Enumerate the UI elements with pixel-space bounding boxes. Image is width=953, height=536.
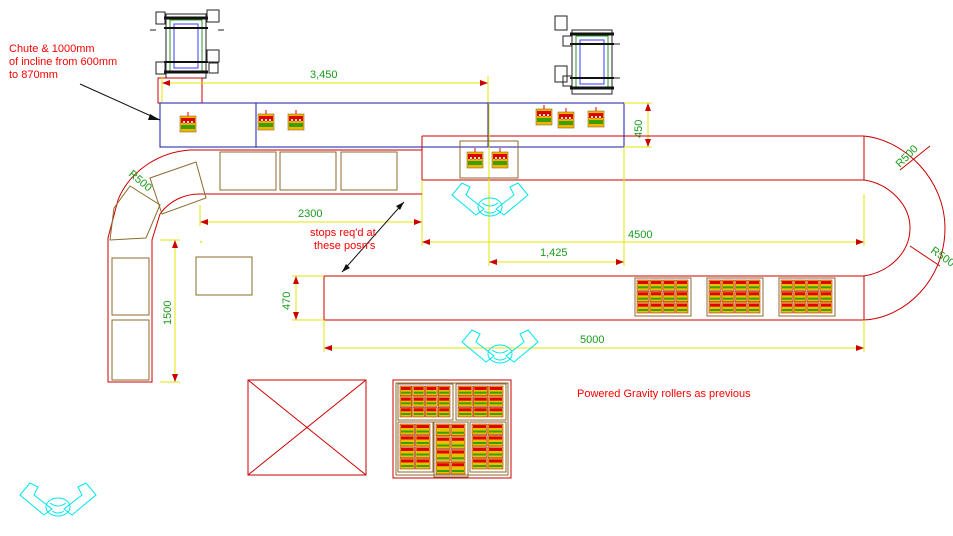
dimension-3450 <box>161 76 489 103</box>
dimension-470-label: 470 <box>281 292 293 310</box>
dimension-2300 <box>199 205 422 226</box>
scanner-unit-left <box>150 9 224 79</box>
conveyor-right-curve <box>863 135 946 321</box>
tote-box-station <box>459 140 519 179</box>
dimension-1500-label: 1500 <box>162 301 174 325</box>
product-tub-icon <box>287 110 305 131</box>
note-chute-line1: Chute & 1000mm <box>9 43 95 55</box>
loaded-pallet <box>392 379 512 479</box>
dimension-5000-label: 5000 <box>580 334 604 346</box>
operator-middle <box>461 329 539 364</box>
radius-label-left: R500 <box>126 168 154 194</box>
case-cluster <box>397 421 434 473</box>
empty-pallet <box>247 379 367 476</box>
dimension-470 <box>292 275 324 321</box>
case-cluster <box>455 383 507 421</box>
product-tub-icon <box>466 148 484 169</box>
case-cluster <box>433 421 469 478</box>
note-chute-line3: to 870mm <box>9 69 58 81</box>
chute-outline <box>157 77 203 104</box>
dimension-450 <box>624 102 652 148</box>
product-tub-icon <box>257 110 275 131</box>
tote-boxes-left <box>109 151 398 381</box>
conveyor-left-section <box>107 149 422 383</box>
note-chute-line2: of incline from 600mm <box>9 56 117 68</box>
case-cluster <box>706 277 764 317</box>
conveyor-lower-straight <box>323 275 865 321</box>
radius-label-right-bottom: R500 <box>928 245 953 270</box>
case-items-lower <box>634 277 836 317</box>
product-tub-icon <box>535 105 553 126</box>
dimension-5000 <box>323 320 865 352</box>
product-items-blue <box>179 105 605 133</box>
dimension-4500-label: 4500 <box>628 229 652 241</box>
product-tub-icon <box>587 107 605 128</box>
dimension-1425 <box>488 103 625 266</box>
note-stops-line1: stops req'd at <box>310 227 376 239</box>
blue-conveyor <box>159 102 625 148</box>
case-cluster <box>469 421 507 473</box>
dimension-1425-label: 1,425 <box>540 247 568 259</box>
note-stops-line2: these posn's <box>314 240 376 252</box>
conveyor-upper-straight <box>421 135 865 181</box>
dimension-1500 <box>160 239 180 383</box>
dimension-2300-label: 2300 <box>298 208 322 220</box>
product-tub-icon <box>491 148 509 169</box>
case-cluster <box>778 277 836 317</box>
stops-arrow <box>341 201 405 273</box>
product-tub-icon <box>557 108 575 129</box>
scanner-unit-right <box>554 15 620 95</box>
chute-arrow <box>79 83 161 121</box>
operator-bottom-left <box>19 482 97 517</box>
dimension-450-label: 450 <box>633 120 645 138</box>
note-powered-rollers: Powered Gravity rollers as previous <box>577 388 751 400</box>
case-cluster <box>634 277 692 317</box>
operator-top <box>451 182 529 217</box>
product-tub-icon <box>179 112 197 133</box>
case-cluster <box>397 383 454 421</box>
dimension-3450-label: 3,450 <box>310 69 338 81</box>
dimension-4500 <box>421 180 865 246</box>
